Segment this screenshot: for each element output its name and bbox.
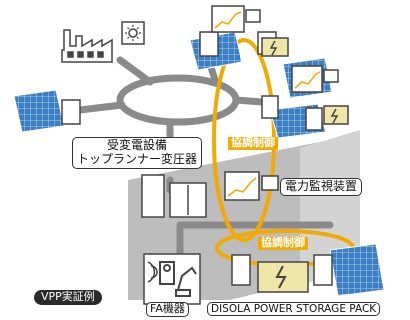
storage-cabinet-icon (141, 174, 207, 218)
monitor-chart-icon (291, 65, 339, 93)
robot-arm-icon (159, 261, 197, 297)
transformer-label: 受変電設備 トップランナー変圧器 (72, 137, 203, 169)
building-facade (300, 130, 360, 285)
sun-icon (121, 21, 145, 45)
power-monitor-label: 電力監視装置 (280, 178, 363, 196)
factory-icon (61, 29, 113, 63)
battery-icon (323, 105, 349, 125)
wifi-icon (147, 261, 158, 283)
solar-panel-icon (329, 243, 385, 297)
vpp-example-badge: VPP実証例 (34, 290, 102, 305)
monitor-chart-icon (224, 171, 279, 201)
fa-equipment-label: FA機器 (146, 302, 189, 317)
battery-icon (261, 37, 289, 57)
monitor-chart-icon (211, 5, 261, 33)
storage-pack-label: DISOLA POWER STORAGE PACK (207, 302, 381, 317)
coordination-label-lower: 協調制御 (258, 236, 308, 250)
battery-icon (257, 261, 309, 293)
solar-panel-icon (13, 89, 65, 133)
coordination-label-upper: 協調制御 (228, 136, 278, 150)
